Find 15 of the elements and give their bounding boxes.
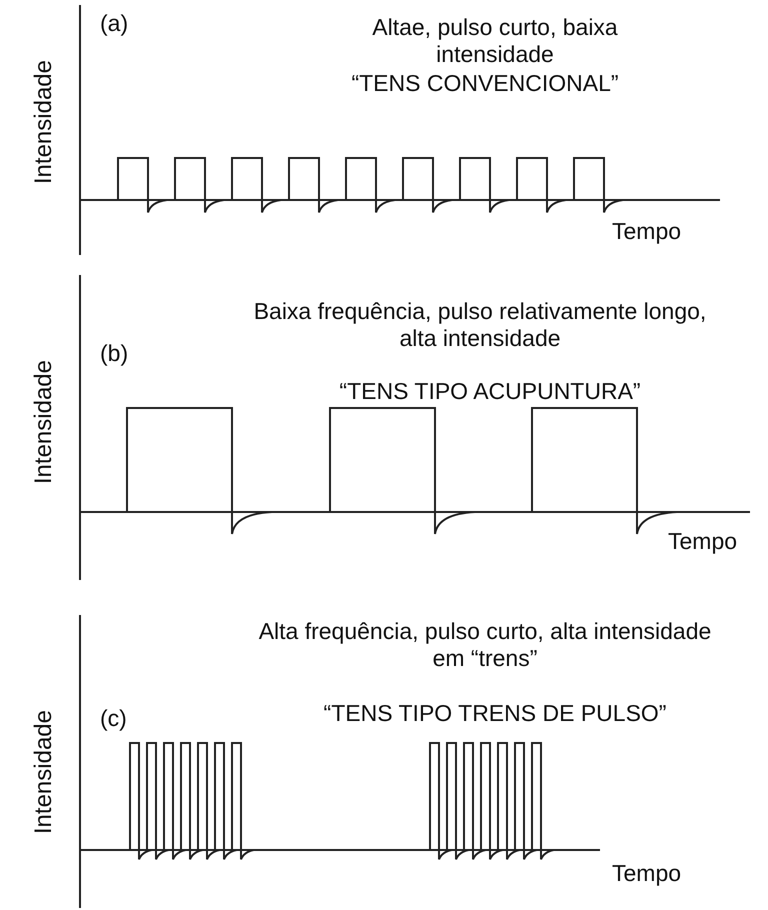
panel-letter: (a) — [100, 10, 128, 37]
axis-label: Tempo — [668, 528, 738, 555]
mode-name: “TENS TIPO TRENS DE PULSO” — [322, 700, 668, 727]
axis-label: Intensidade — [30, 360, 58, 484]
axis-label: Tempo — [612, 218, 682, 245]
axis-label: Tempo — [612, 860, 682, 887]
panel-letter: (c) — [100, 705, 127, 732]
axis-label: Intensidade — [30, 60, 58, 184]
axis-label: Intensidade — [30, 710, 58, 834]
panel-heading: Altae, pulso curto, baixa intensidade — [371, 14, 619, 68]
panel-heading: Alta frequência, pulso curto, alta intensidade em “trens” — [258, 618, 712, 672]
mode-name: “TENS TIPO ACUPUNTURA” — [338, 378, 642, 405]
mode-name: “TENS CONVENCIONAL” — [350, 70, 620, 97]
panel-heading: Baixa frequência, pulso relativamente longo, alta intensidade — [252, 298, 708, 352]
panel-letter: (b) — [100, 340, 128, 367]
